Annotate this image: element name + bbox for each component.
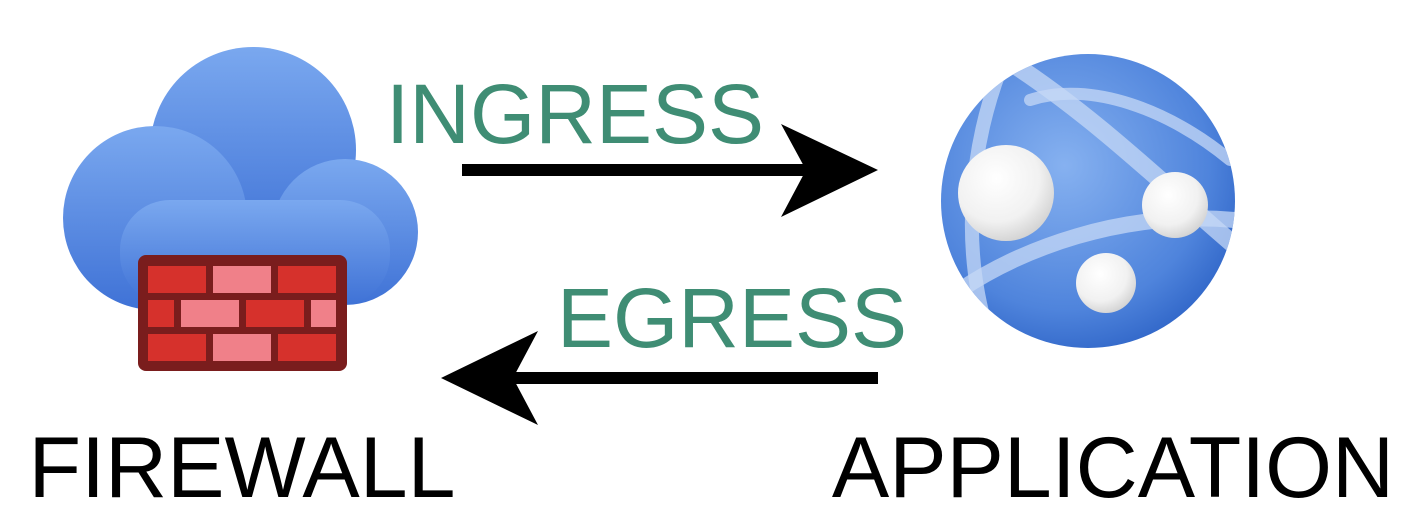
application-label: APPLICATION [832,420,1394,516]
egress-label: EGRESS [557,271,907,365]
ingress-arrow [462,124,878,217]
globe-sphere [941,54,1235,348]
ingress-label: INGRESS [386,67,764,161]
arrowhead-right [781,124,878,217]
node-right [1142,172,1208,238]
web-app-globe-icon [941,54,1235,348]
node-bottom [1076,253,1136,313]
arrowhead-left [441,331,538,425]
firewall-label: FIREWALL [29,420,456,516]
egress-arrow [441,331,878,425]
cloud-firewall-icon [63,47,418,371]
brick-wall [138,255,347,371]
node-large [958,145,1054,241]
